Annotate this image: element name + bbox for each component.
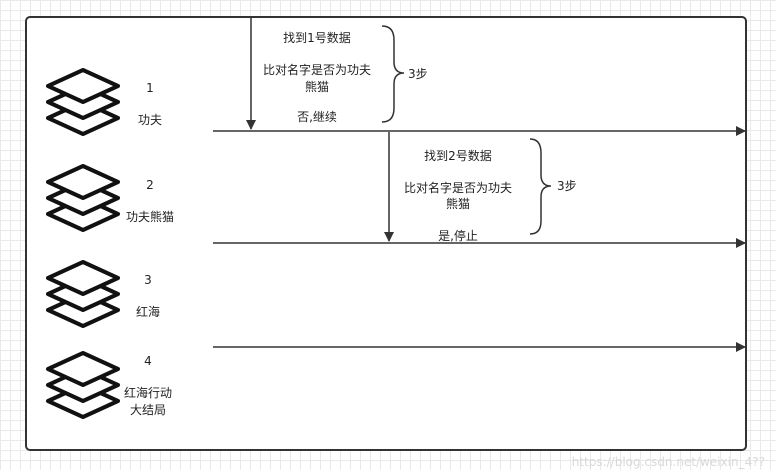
layer-diamond	[46, 351, 120, 387]
search-1-result: 否,继续	[297, 110, 337, 124]
record-4-index: 4	[144, 354, 152, 368]
search-2-brace	[529, 138, 552, 235]
record-3-index: 3	[144, 273, 152, 287]
layers-icon	[46, 351, 120, 419]
search-1-compare-line1: 比对名字是否为功夫	[263, 62, 371, 77]
layers-icon	[46, 260, 120, 328]
search-1-steps: 3步	[408, 67, 428, 81]
watermark: https://blog.csdn.net/weixin_4??	[572, 455, 765, 469]
layer-diamond	[46, 260, 120, 296]
search-2-find: 找到2号数据	[424, 148, 492, 163]
record-icons	[46, 68, 120, 419]
record-2-name: 功夫熊猫	[126, 209, 174, 224]
record-1-index: 1	[146, 81, 154, 95]
search-2-steps: 3步	[557, 179, 577, 193]
search-2-compare-line1: 比对名字是否为功夫	[404, 180, 512, 195]
search-1-brace	[381, 25, 405, 123]
layers-icon	[46, 68, 120, 136]
layer-diamond	[46, 68, 120, 104]
search-2-compare-line2: 熊猫	[446, 196, 470, 211]
record-4-name-line2: 大结局	[130, 403, 166, 417]
search-1-find: 找到1号数据	[283, 30, 351, 45]
layers-icon	[46, 164, 120, 232]
record-3-name: 红海	[136, 304, 160, 319]
record-1-name: 功夫	[138, 113, 162, 127]
search-1-compare-line2: 熊猫	[305, 79, 329, 94]
record-4-name-line1: 红海行动	[124, 385, 172, 400]
layer-diamond	[46, 164, 120, 200]
record-2-index: 2	[146, 178, 154, 192]
search-2-result: 是,停止	[438, 228, 478, 243]
